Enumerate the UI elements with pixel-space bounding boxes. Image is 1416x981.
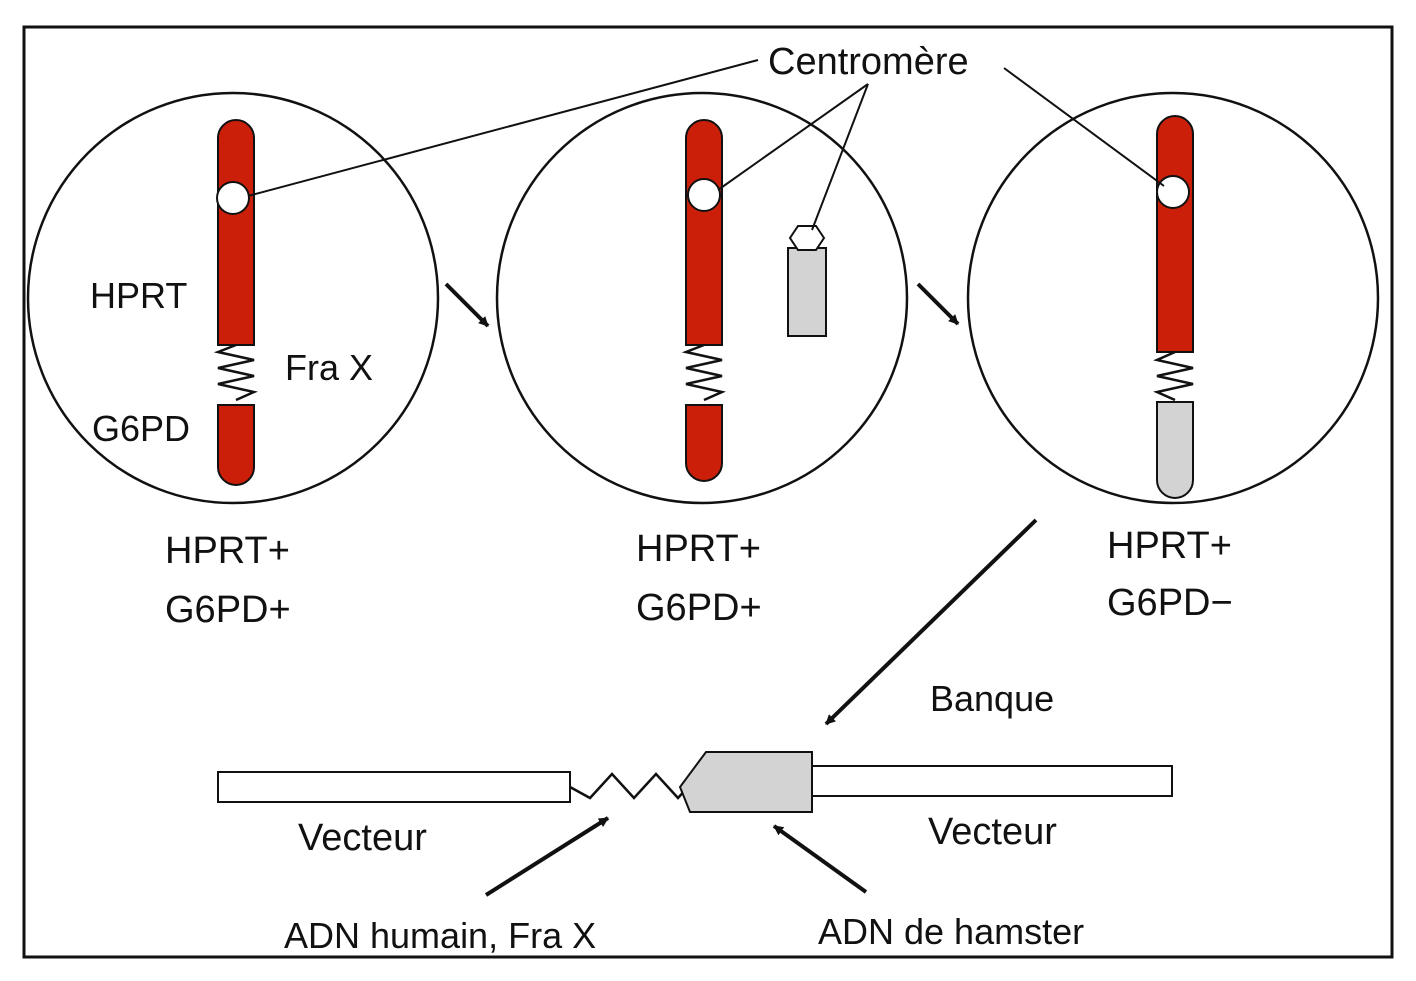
hamster-fragment-body: [787, 247, 827, 337]
vector-right-segment: [811, 765, 1173, 797]
arrow-to-human-dna: [484, 816, 610, 897]
adn-hamster-label: ADN de hamster: [818, 911, 1084, 952]
library-clone: [217, 751, 1173, 813]
arrow-cell2-to-cell3: [916, 282, 960, 326]
centromere-leader-cell3: [1003, 67, 1165, 187]
cell-3: HPRT+ G6PD−: [966, 91, 1380, 624]
cell-2-status-g6pd: G6PD+: [636, 587, 762, 629]
human-fra-x-dna: [569, 772, 689, 800]
hamster-centromere-marker: [788, 225, 826, 251]
g6pd-label: G6PD: [92, 408, 190, 449]
centromere-marker: [1156, 175, 1190, 209]
cell-1: HPRT Fra X G6PD HPRT+ G6PD+: [26, 91, 440, 631]
fragile-site-zigzag: [1153, 350, 1194, 402]
hamster-dna-insert: [678, 751, 813, 813]
cell-3-hybrid-chromosome: [1153, 115, 1194, 499]
hamster-fragment: [787, 225, 827, 337]
cell-1-human-chromosome: [213, 119, 258, 486]
vector-left-segment: [217, 771, 571, 803]
cell-2-status-hprt: HPRT+: [636, 528, 761, 570]
centromere-marker: [687, 178, 721, 212]
centromere-leader-cell2: [717, 83, 869, 191]
banque-label: Banque: [930, 678, 1054, 719]
chromosome-upper-arm: [1156, 115, 1194, 353]
centromere-leader-hamster: [811, 83, 869, 231]
adn-humain-label: ADN humain, Fra X: [284, 915, 596, 956]
centromere-label: Centromère: [768, 41, 969, 83]
cell-2: HPRT+ G6PD+: [495, 91, 909, 629]
cell-1-status-hprt: HPRT+: [165, 530, 290, 572]
arrow-to-library: [824, 518, 1038, 726]
cell-3-status-g6pd: G6PD−: [1107, 582, 1233, 624]
fragile-site-zigzag: [681, 343, 726, 402]
cell-3-status-hprt: HPRT+: [1107, 525, 1232, 567]
centromere-marker: [216, 181, 250, 215]
vecteur-left-label: Vecteur: [298, 817, 427, 859]
hprt-label: HPRT: [90, 275, 187, 316]
hamster-lower-arm: [1156, 401, 1194, 499]
chromosome-upper-arm: [685, 119, 723, 346]
cell-1-status-g6pd: G6PD+: [165, 589, 291, 631]
fragile-site-zigzag: [213, 343, 258, 402]
chromosome-upper-arm: [217, 119, 255, 346]
figure-frame: [22, 25, 1394, 959]
arrow-cell1-to-cell2: [444, 282, 490, 328]
fra-x-label: Fra X: [285, 347, 373, 388]
vecteur-right-label: Vecteur: [928, 811, 1057, 853]
chromosome-lower-arm: [685, 404, 723, 482]
chromosome-lower-arm: [217, 404, 255, 486]
cell-1-membrane: [26, 91, 440, 505]
centromere-leader-cell1: [247, 59, 759, 197]
cell-3-membrane: [966, 91, 1380, 505]
arrow-to-hamster-dna: [772, 824, 868, 894]
cell-2-human-chromosome: [681, 119, 726, 482]
cell-2-membrane: [495, 91, 909, 505]
